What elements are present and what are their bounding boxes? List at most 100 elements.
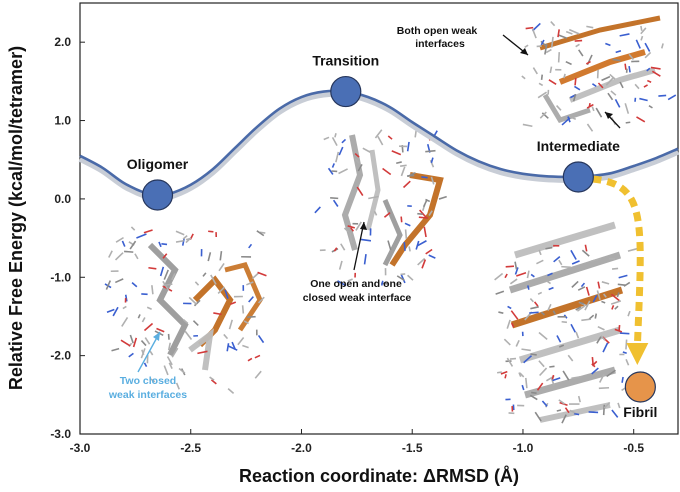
- atom-bond: [171, 273, 176, 281]
- atom-bond: [640, 35, 644, 41]
- atom-bond: [150, 378, 156, 383]
- atom-bond: [591, 83, 597, 88]
- state-label-fibril: Fibril: [623, 404, 657, 420]
- ribbon-strand: [389, 172, 444, 267]
- atom-bond: [124, 250, 134, 253]
- ribbon-strand: [147, 242, 189, 357]
- atom-bond: [373, 210, 378, 216]
- atom-bond: [146, 306, 152, 310]
- atom-bond: [540, 311, 545, 316]
- atom-bond: [596, 336, 602, 344]
- annot-arrowhead-3: [360, 222, 367, 230]
- annotation-arrow-blue: [137, 331, 161, 373]
- atom-bond: [515, 340, 520, 347]
- atom-bond: [557, 34, 568, 40]
- atom-bond: [368, 195, 379, 200]
- atom-bond: [254, 354, 261, 359]
- atom-bond: [149, 350, 154, 356]
- atom-bond: [140, 340, 147, 347]
- atom-bond: [131, 282, 138, 288]
- atom-bond: [625, 121, 631, 124]
- x-tick-label: -3.0: [70, 441, 91, 455]
- atom-bond: [525, 26, 534, 30]
- ribbon-strand: [365, 149, 381, 231]
- atom-bond: [580, 282, 586, 288]
- atom-bond: [556, 409, 562, 412]
- atom-bond: [590, 258, 601, 263]
- atom-bond: [617, 283, 626, 286]
- x-tick-label: -2.0: [291, 441, 312, 455]
- atom-bond: [130, 226, 136, 231]
- atom-bond: [408, 246, 411, 252]
- atom-bond: [571, 260, 580, 265]
- atom-bond: [584, 244, 588, 252]
- atom-bond: [197, 350, 208, 355]
- state-label-oligomer: Oligomer: [127, 156, 189, 172]
- atom-bond: [363, 253, 367, 265]
- atom-bond: [243, 320, 249, 325]
- atom-bond: [526, 270, 530, 279]
- atom-bond: [354, 152, 360, 158]
- atom-bond: [105, 280, 112, 290]
- annot-one-open-line1: One open and one: [310, 278, 402, 290]
- atom-bond: [423, 226, 427, 238]
- atom-bond: [598, 373, 605, 383]
- plot-frame: [79, 2, 679, 435]
- atom-bond: [428, 254, 436, 259]
- atom-bond: [227, 345, 238, 351]
- atom-bond: [338, 260, 343, 270]
- atom-bond: [530, 353, 537, 356]
- atom-bond: [585, 60, 591, 65]
- atom-bond: [577, 286, 586, 291]
- atom-bond: [374, 129, 383, 139]
- atom-bond: [257, 271, 267, 277]
- atom-bond: [168, 362, 173, 369]
- atom-bond: [251, 272, 260, 280]
- atom-bond: [627, 310, 631, 317]
- intermediate-to-fibril-arrow: [592, 175, 644, 348]
- atom-bond: [503, 338, 511, 346]
- atom-bond: [552, 310, 557, 315]
- atom-bond: [628, 66, 631, 73]
- atom-bond: [575, 306, 582, 311]
- atom-bond: [391, 150, 402, 156]
- atom-bond: [667, 94, 677, 101]
- atom-bond: [538, 82, 544, 87]
- atom-bond: [192, 320, 199, 327]
- atom-bond: [597, 325, 605, 331]
- atom-bond: [600, 335, 606, 341]
- annot-arrowhead-2: [605, 112, 613, 119]
- atom-bond: [111, 347, 120, 352]
- x-tick-label: -0.5: [623, 441, 644, 455]
- atom-bond: [161, 242, 168, 246]
- atom-bond: [323, 136, 330, 141]
- y-tick-label: 1.0: [54, 114, 71, 128]
- atom-bond: [124, 294, 128, 302]
- atom-bond: [114, 252, 124, 261]
- atom-bond: [237, 337, 245, 346]
- atom-bond: [343, 227, 350, 233]
- atom-bond: [579, 301, 585, 305]
- atom-bond: [400, 166, 406, 177]
- atom-bond: [406, 174, 415, 177]
- atom-bond: [530, 273, 535, 278]
- state-marker-oligomer: [141, 179, 174, 211]
- atom-bond: [331, 163, 335, 168]
- atom-bond: [594, 313, 598, 319]
- atom-bond: [400, 164, 407, 167]
- atom-bond: [536, 382, 544, 391]
- atom-bond: [565, 60, 572, 66]
- annot-arrowhead-4: [153, 332, 160, 341]
- atom-bond: [627, 247, 638, 252]
- atom-bond: [210, 379, 217, 385]
- atom-bond: [330, 196, 339, 200]
- atom-bond: [561, 265, 571, 269]
- atom-bond: [558, 344, 565, 348]
- atom-bond: [527, 285, 530, 290]
- atom-bond: [548, 79, 557, 86]
- atom-bond: [207, 252, 212, 262]
- atom-bond: [175, 382, 180, 390]
- atom-bond: [129, 334, 134, 344]
- atom-bond: [563, 73, 566, 79]
- atom-bond: [156, 327, 165, 333]
